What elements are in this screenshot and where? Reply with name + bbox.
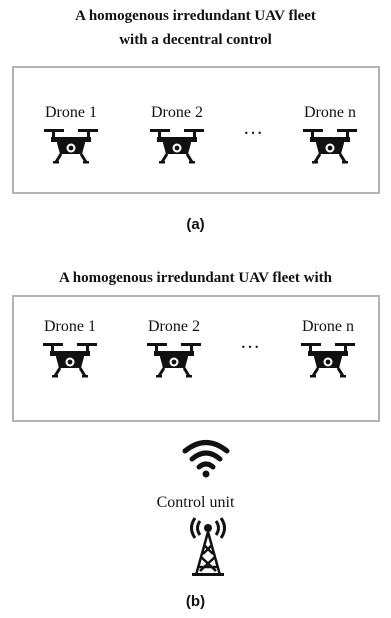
panel-b-fleet-box: [12, 295, 380, 422]
panel-a-label: (a): [186, 216, 205, 233]
panel-a-title: A homogenous irredundant UAV fleet with …: [0, 4, 391, 52]
panel-b-drone-n: Drone n: [291, 318, 365, 378]
drone-icon: [43, 126, 99, 164]
panel-a-title-line1: A homogenous irredundant UAV fleet: [75, 8, 316, 24]
panel-b-drone-2: Drone 2: [137, 318, 211, 378]
drone-label: Drone n: [302, 318, 354, 335]
drone-label: Drone 2: [148, 318, 200, 335]
panel-a-drone-n: Drone n: [293, 104, 367, 164]
panel-a-fleet-box: [12, 66, 380, 194]
wifi-icon: [182, 440, 230, 478]
drone-icon: [42, 340, 98, 378]
panel-a-title-line2: with a decentral control: [119, 32, 272, 48]
panel-a-drone-2: Drone 2: [140, 104, 214, 164]
panel-b-label: (b): [185, 593, 206, 610]
drone-label: Drone 1: [44, 318, 96, 335]
drone-icon: [149, 126, 205, 164]
drone-icon: [300, 340, 356, 378]
panel-a-ellipsis: …: [243, 117, 265, 139]
panel-b-title: A homogenous irredundant UAV fleet with: [59, 270, 332, 286]
control-unit-label: Control unit: [156, 494, 235, 511]
drone-label: Drone 2: [151, 104, 203, 121]
radio-tower-icon: [190, 517, 226, 576]
drone-icon: [146, 340, 202, 378]
panel-b-ellipsis: …: [240, 331, 262, 353]
drone-icon: [302, 126, 358, 164]
drone-label: Drone 1: [45, 104, 97, 121]
panel-b-drone-1: Drone 1: [33, 318, 107, 378]
drone-label: Drone n: [304, 104, 356, 121]
panel-a-drone-1: Drone 1: [34, 104, 108, 164]
